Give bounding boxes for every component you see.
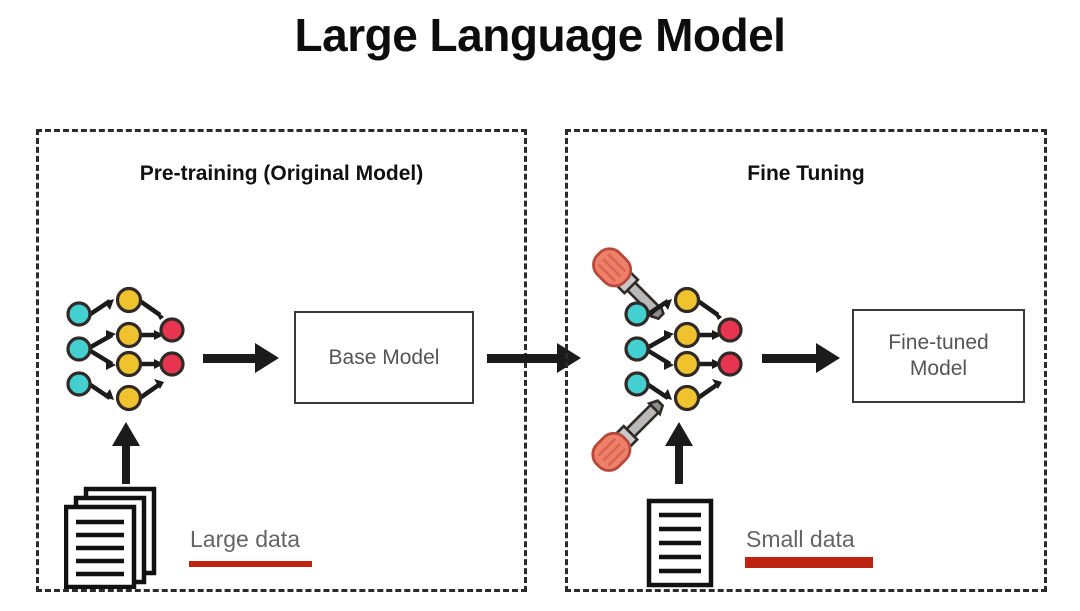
page-title: Large Language Model — [294, 9, 786, 61]
network-node-hidden — [115, 384, 143, 412]
finetuned-model-label-line2: Model — [909, 357, 968, 380]
network-node-hidden — [673, 350, 701, 378]
document-icon — [646, 498, 718, 595]
arrow-shaft — [762, 354, 818, 363]
arrow-up-icon-small-data — [665, 422, 693, 484]
arrow-right-icon-between-panels — [487, 343, 583, 373]
finetuned-model-label: Fine-tuned Model — [888, 330, 988, 381]
arrow-right-icon-to-finetuned-model — [762, 343, 840, 373]
panel-pre-training-heading: Pre-training (Original Model) — [139, 162, 424, 185]
arrow-shaft — [487, 354, 559, 363]
network-node-output — [159, 351, 185, 377]
neural-network-icon-pre-training — [60, 286, 190, 412]
base-model-box: Base Model — [294, 311, 474, 404]
network-node-hidden — [673, 286, 701, 314]
arrow-head — [255, 343, 279, 373]
large-data-underline — [189, 561, 312, 567]
network-node-input — [66, 371, 92, 397]
arrow-head — [557, 343, 581, 373]
neural-network-icon-fine-tuning — [618, 286, 748, 412]
network-node-input — [66, 301, 92, 327]
panel-fine-tuning-heading: Fine Tuning — [747, 162, 865, 185]
finetuned-model-box: Fine-tuned Model — [852, 309, 1025, 403]
network-node-hidden — [115, 321, 143, 349]
arrow-head — [112, 422, 140, 446]
network-node-hidden — [673, 321, 701, 349]
arrow-head — [665, 422, 693, 446]
arrow-shaft — [122, 444, 130, 484]
network-node-hidden — [115, 350, 143, 378]
small-data-label: Small data — [746, 526, 855, 552]
network-node-hidden — [673, 384, 701, 412]
network-node-input — [624, 336, 650, 362]
network-node-output — [717, 351, 743, 377]
arrow-up-icon-large-data — [112, 422, 140, 484]
small-data-underline — [745, 557, 873, 568]
network-node-input — [66, 336, 92, 362]
base-model-label: Base Model — [328, 345, 440, 369]
network-node-output — [717, 317, 743, 343]
panel-fine-tuning: Fine Tuning — [565, 129, 1047, 592]
finetuned-model-label-line1: Fine-tuned — [888, 331, 989, 355]
large-data-label: Large data — [190, 526, 300, 552]
network-node-output — [159, 317, 185, 343]
arrow-head — [816, 343, 840, 373]
arrow-shaft — [203, 354, 257, 363]
network-node-input — [624, 301, 650, 327]
arrow-right-icon-to-base-model — [203, 343, 279, 373]
arrow-shaft — [675, 444, 683, 484]
screwdriver-bottom-icon — [582, 390, 674, 487]
document-stack-icon — [63, 486, 174, 594]
network-node-hidden — [115, 286, 143, 314]
network-node-input — [624, 371, 650, 397]
